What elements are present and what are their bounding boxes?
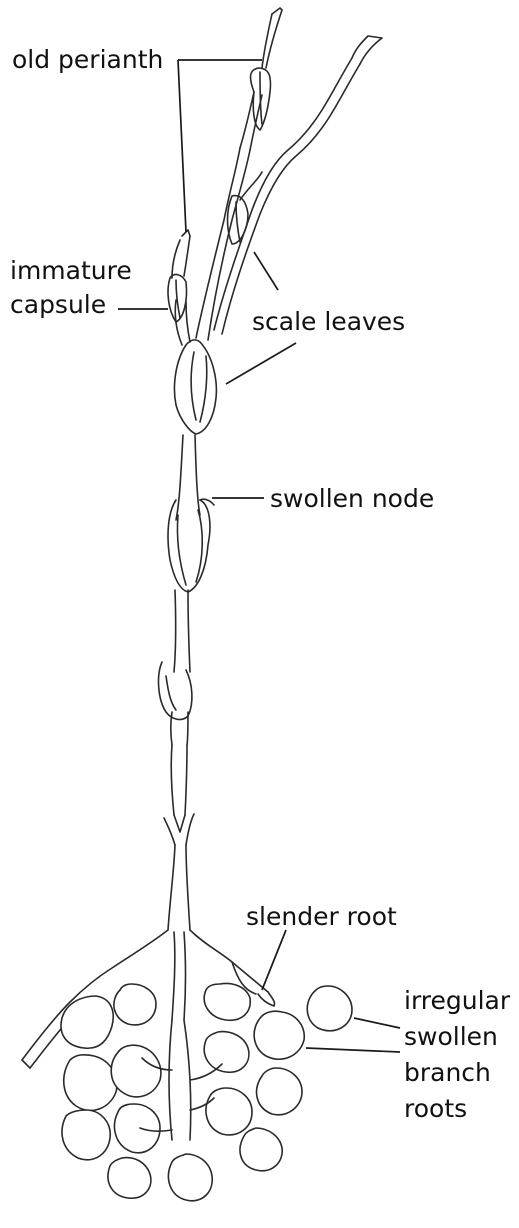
label-slender-root: slender root (246, 900, 397, 933)
label-roots: roots (404, 1092, 467, 1125)
label-old-perianth: old perianth (12, 43, 163, 76)
leader-swollen-root-lower (306, 1048, 400, 1052)
upper-branches (196, 8, 382, 340)
leader-swollen-root-upper (354, 1018, 400, 1028)
label-capsule: capsule (10, 288, 106, 321)
stem-bulb (174, 340, 216, 434)
swollen-branch-roots (61, 984, 352, 1201)
leader-scale-leaves-bulb (226, 343, 296, 384)
main-stem (168, 435, 200, 930)
left-branch (168, 230, 190, 345)
leader-scale-leaves-upper (254, 252, 278, 290)
label-swollen: swollen (404, 1020, 498, 1053)
label-swollen-node: swollen node (270, 482, 434, 515)
leader-slender-root (262, 930, 286, 990)
leader-old-perianth-left (178, 60, 186, 232)
label-scale-leaves: scale leaves (252, 305, 405, 338)
label-branch: branch (404, 1056, 491, 1089)
node-swollen (168, 499, 214, 592)
label-irregular: irregular (404, 984, 510, 1017)
label-immature: immature (10, 254, 132, 287)
lower-sheaths (159, 662, 194, 845)
